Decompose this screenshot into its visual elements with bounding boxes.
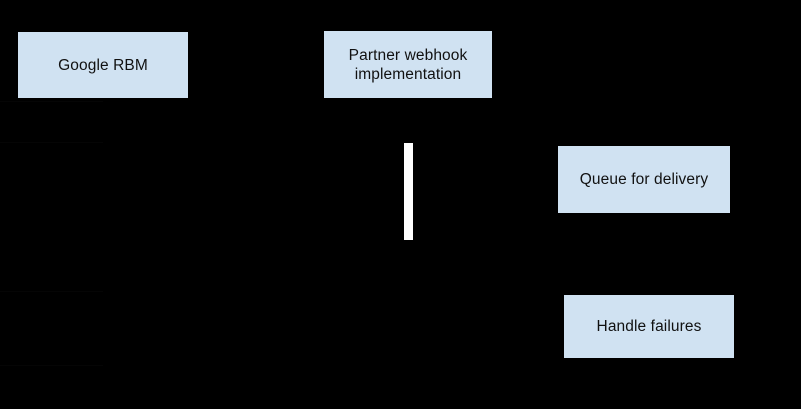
faint-rule <box>0 365 103 366</box>
node-google-rbm[interactable]: Google RBM <box>18 32 188 98</box>
node-handle-failures[interactable]: Handle failures <box>564 295 734 358</box>
faint-rule <box>0 101 103 102</box>
faint-rule <box>0 291 103 292</box>
vertical-connector-bar <box>404 143 413 240</box>
node-queue-for-delivery[interactable]: Queue for delivery <box>558 146 730 213</box>
node-partner-webhook-implementation[interactable]: Partner webhook implementation <box>324 31 492 98</box>
faint-rule <box>0 142 103 143</box>
